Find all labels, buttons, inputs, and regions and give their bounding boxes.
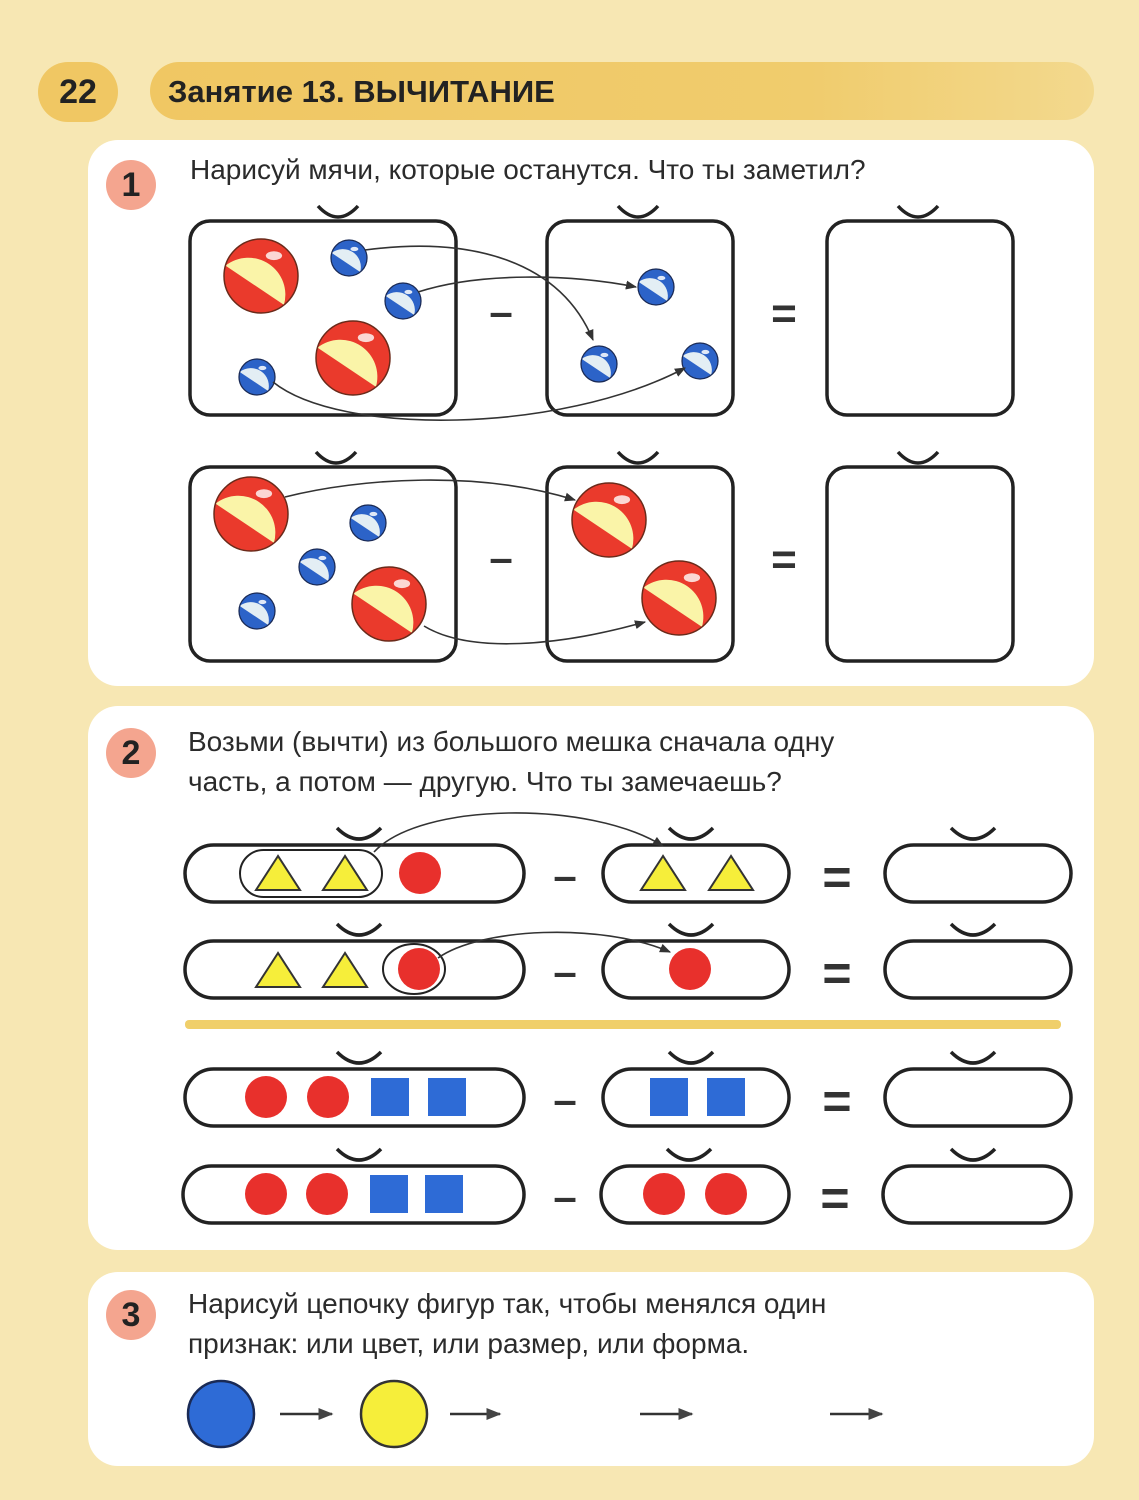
small-blue-ball-icon xyxy=(350,505,386,541)
equals-sign: = xyxy=(822,945,851,1001)
task2-row1 xyxy=(183,812,1073,904)
page-number: 22 xyxy=(38,62,118,122)
blue-circle-icon xyxy=(186,1379,256,1449)
task2-row4 xyxy=(181,1147,1073,1225)
move-arrow xyxy=(272,367,686,421)
task1-instruction: Нарисуй мячи, которые останутся. Что ты … xyxy=(190,154,866,185)
equals-sign: = xyxy=(820,1170,849,1226)
big-red-ball-icon xyxy=(316,321,390,395)
minus-sign: – xyxy=(489,534,512,581)
title-bar xyxy=(150,62,1094,120)
task2-number: 2 xyxy=(106,728,156,778)
move-arrow xyxy=(423,620,647,645)
minus-sign: – xyxy=(553,1076,576,1123)
big-red-ball-icon xyxy=(572,483,646,557)
small-blue-ball-icon xyxy=(638,269,674,305)
move-arrow xyxy=(364,245,594,342)
task1-row2 xyxy=(188,450,1015,663)
task3-number: 3 xyxy=(106,1290,156,1340)
separator-line xyxy=(185,1020,1061,1029)
task2-card xyxy=(88,706,1094,1250)
move-arrow xyxy=(437,931,672,959)
small-blue-ball-icon xyxy=(385,283,421,319)
task2-row2 xyxy=(183,922,1073,1000)
task3-instruction-line2: признак: или цвет, или размер, или форма… xyxy=(188,1328,750,1359)
yellow-circle-icon xyxy=(359,1379,429,1449)
move-arrow xyxy=(373,812,664,853)
small-blue-ball-icon xyxy=(682,343,718,379)
big-red-ball-icon xyxy=(224,239,298,313)
minus-sign: – xyxy=(553,1173,576,1220)
minus-sign: – xyxy=(553,852,576,899)
move-arrow xyxy=(417,276,638,293)
task2-instruction-line2: часть, а потом — другую. Что ты замечаеш… xyxy=(188,766,782,797)
small-blue-ball-icon xyxy=(581,346,617,382)
small-blue-ball-icon xyxy=(239,593,275,629)
equals-sign: = xyxy=(771,535,797,584)
small-blue-ball-icon xyxy=(239,359,275,395)
move-arrow xyxy=(284,479,577,502)
task1-number: 1 xyxy=(106,160,156,210)
small-blue-ball-icon xyxy=(331,240,367,276)
equals-sign: = xyxy=(822,1073,851,1129)
task3-instruction-line1: Нарисуй цепочку фигур так, чтобы менялся… xyxy=(188,1288,827,1319)
small-blue-ball-icon xyxy=(299,549,335,585)
minus-sign: – xyxy=(553,948,576,995)
task2-row3 xyxy=(183,1050,1073,1128)
lesson-title: Занятие 13. ВЫЧИТАНИЕ xyxy=(168,74,555,109)
big-red-ball-icon xyxy=(642,561,716,635)
minus-sign: – xyxy=(489,288,512,335)
task3-card xyxy=(88,1272,1094,1466)
big-red-ball-icon xyxy=(214,477,288,551)
task3-chain xyxy=(186,1379,884,1449)
equals-sign: = xyxy=(822,849,851,905)
task1-row1 xyxy=(188,204,1015,421)
task2-instruction-line1: Возьми (вычти) из большого мешка сначала… xyxy=(188,726,835,757)
big-red-ball-icon xyxy=(352,567,426,641)
equals-sign: = xyxy=(771,289,797,338)
